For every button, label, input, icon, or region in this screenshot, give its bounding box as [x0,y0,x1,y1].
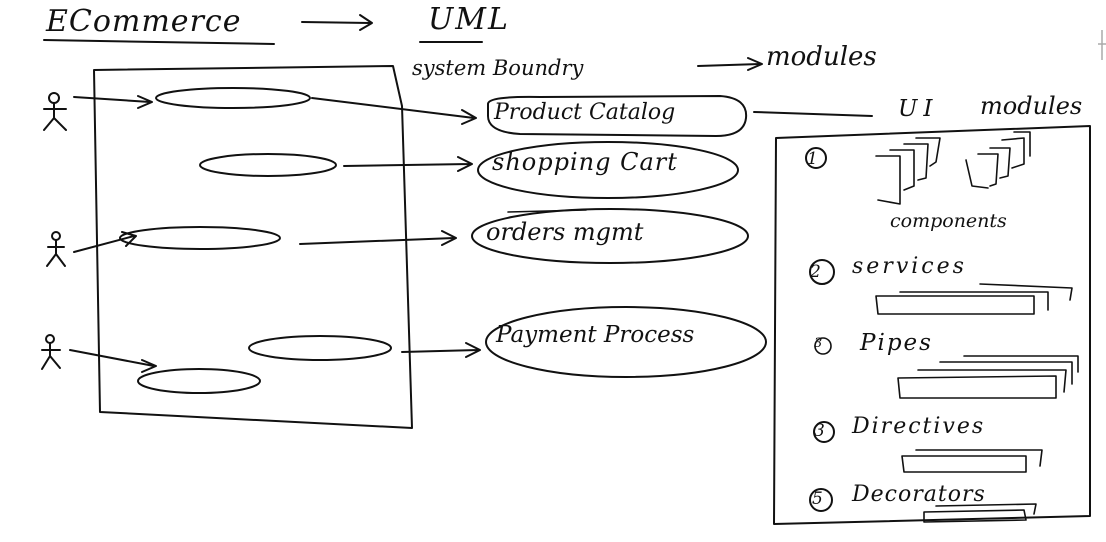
title-underline [43,39,275,45]
diagram-title: ECommerce [46,4,242,39]
ui-item-pipes: Pipes [860,330,933,356]
scroll-marker [1098,30,1106,60]
pipes-bars-icon [897,355,1079,399]
ui-connector [753,111,873,117]
actor-2 [46,231,66,267]
ui-module-box [773,125,1091,525]
number-circle-2 [809,259,835,285]
ui-item-number-4: 3 [814,421,825,441]
number-circle-3 [814,337,832,355]
use-case-orders-mgmt: orders mgmt [486,218,644,246]
orders-overline [507,209,587,213]
use-case-ellipse-1 [155,87,311,109]
ui-item-decorators: Decorators [852,482,986,507]
directives-bars-icon [901,449,1043,473]
use-case-payment-process: Payment Process [496,322,695,348]
ui-item-components: components [890,210,1007,232]
number-circle-1 [805,147,827,169]
use-case-product-catalog: Product Catalog [494,100,676,125]
system-boundary-label: system Boundry [412,56,584,80]
component-stack-icon-2 [965,131,1031,189]
product-oval [487,95,748,137]
use-case-ellipse-2 [199,153,337,177]
use-case-shopping-cart: shopping Cart [492,148,678,176]
orders-oval [471,208,749,264]
ui-modules-label: modules [980,92,1083,120]
ui-item-services: services [852,254,967,279]
number-circle-4 [813,421,835,443]
use-case-ellipse-3 [119,226,281,250]
ui-item-directives: Directives [852,414,986,439]
arrow-to-payment [401,342,481,358]
use-case-ellipse-4b [137,368,261,394]
ui-item-number-2: 2 [810,262,821,282]
number-circle-5 [809,488,833,512]
arrow-to-shopping [343,156,473,172]
ui-item-number-3: 3 [814,336,823,351]
actor-3 [41,334,61,370]
actor-1 [43,92,67,131]
decorators-bars-icon [923,503,1037,523]
actor-3-arrow [69,349,157,373]
ui-item-number-1: 1 [807,149,818,169]
ui-label: UI [898,96,939,122]
arrow-to-orders [299,230,457,246]
title-arrow [301,14,373,31]
shopping-oval [477,141,739,199]
arrow-to-product [311,97,477,125]
payment-oval [485,306,767,378]
actor-1-arrow [73,95,153,109]
modules-label: modules [766,42,877,72]
modules-arrow [697,57,763,71]
services-bars-icon [875,283,1073,315]
use-case-ellipse-4a [248,335,392,361]
diagram-target: UML [428,2,510,37]
ui-item-number-5: 5 [812,489,823,509]
component-stack-icon-1 [875,137,941,205]
